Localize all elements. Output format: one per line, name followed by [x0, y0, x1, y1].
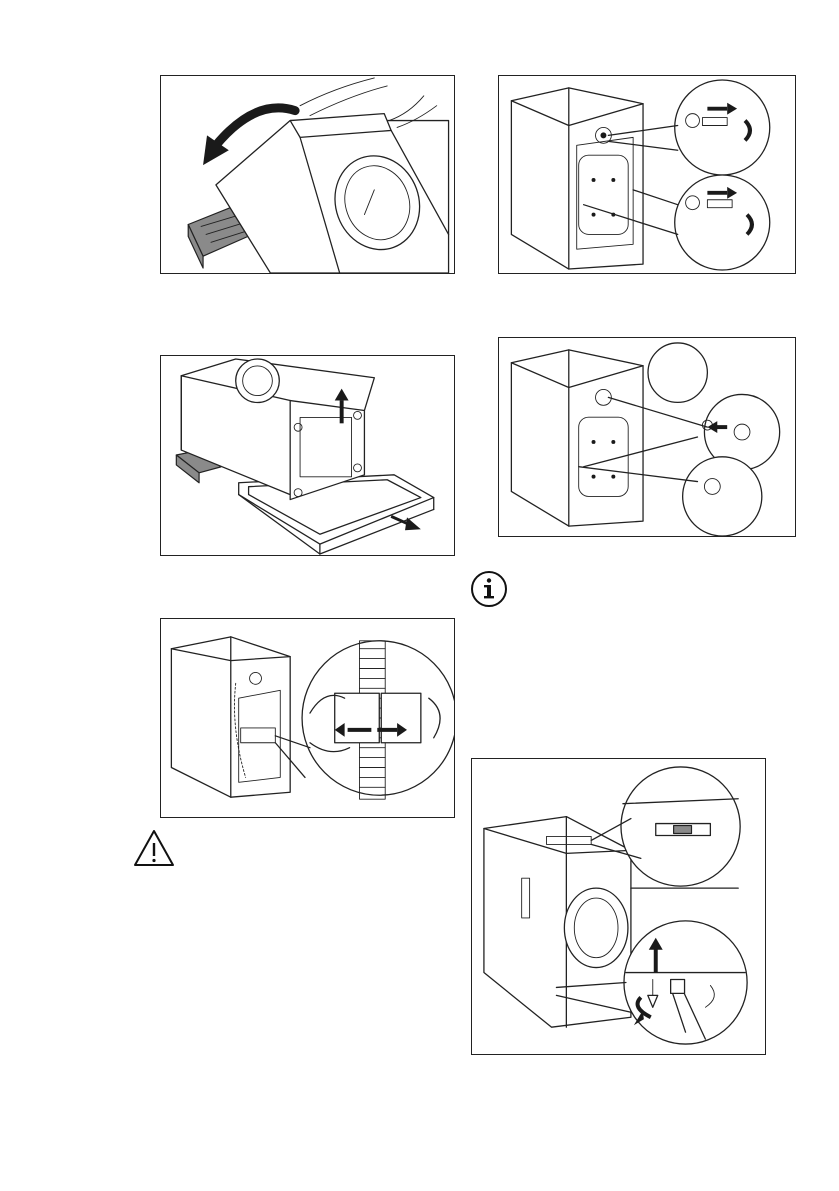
info-circle-icon — [470, 570, 508, 608]
hose-clip-removal-figure — [160, 618, 455, 818]
remove-transit-bolts-figure — [498, 75, 796, 274]
tilt-machine-illustration — [161, 76, 454, 273]
remove-transit-bolts-illustration — [499, 76, 795, 273]
level-machine-illustration — [472, 759, 765, 1054]
insert-plastic-caps-figure — [498, 337, 796, 537]
warning-triangle-icon — [132, 828, 176, 868]
level-machine-figure — [471, 758, 766, 1055]
remove-transport-base-figure — [160, 355, 455, 556]
tilt-machine-figure — [160, 75, 455, 274]
remove-transport-base-illustration — [161, 356, 454, 555]
hose-clip-removal-illustration — [161, 619, 454, 817]
insert-plastic-caps-illustration — [499, 338, 795, 536]
